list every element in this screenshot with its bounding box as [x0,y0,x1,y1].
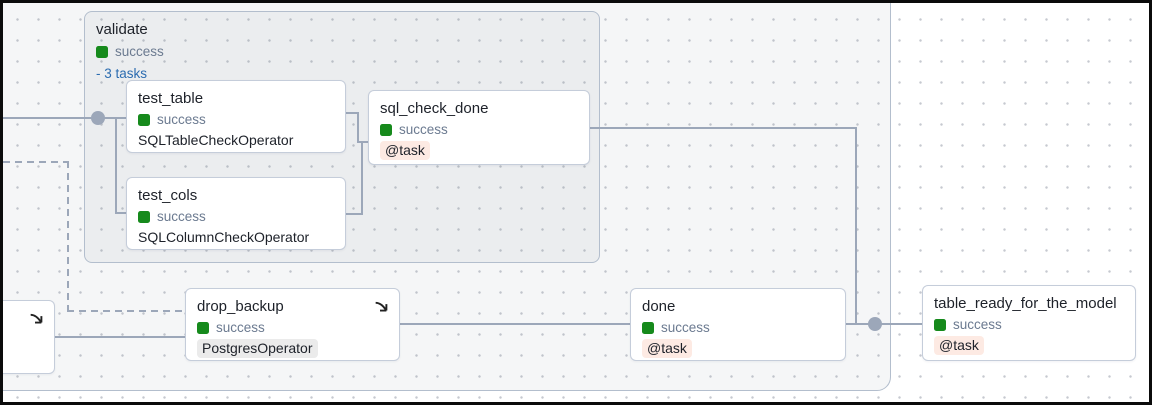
task-status-label: success [216,320,265,335]
task-title: test_table [138,90,204,107]
task-node-drop-backup[interactable]: drop_backup success PostgresOperator [185,288,400,361]
edge [115,118,117,213]
task-node-sql-check-done[interactable]: sql_check_done success @task [368,90,590,165]
task-status-label: success [157,209,206,224]
edge [55,336,185,338]
teardown-arrow-icon [30,313,43,324]
task-status-label: success [399,122,448,137]
edge [346,112,359,114]
edge [346,213,363,215]
success-status-icon [380,123,392,136]
edge-junction-dot [868,317,882,331]
success-status-icon [138,113,150,126]
task-title: done [642,298,676,315]
operator-label: SQLColumnCheckOperator [138,229,310,245]
edge [855,127,857,324]
task-node-done[interactable]: done success @task [630,288,846,361]
task-node-partial[interactable] [3,300,55,374]
edge [846,323,922,325]
operator-label: PostgresOperator [197,339,318,358]
task-title: table_ready_for_the_model [934,295,1117,312]
edge [400,323,630,325]
task-status-label: success [157,112,206,127]
operator-label: SQLTableCheckOperator [138,132,294,148]
group-collapse-toggle[interactable]: - 3 tasks [96,66,148,81]
success-status-icon [138,210,150,223]
edge [98,117,126,119]
task-title: drop_backup [197,298,284,315]
task-status-label: success [661,320,710,335]
success-status-icon [96,45,108,58]
operator-label: @task [642,339,692,358]
edge [3,117,98,119]
operator-label: @task [934,336,984,355]
teardown-arrow-icon [375,301,388,312]
edge-junction-dot [91,111,105,125]
group-title: validate [96,21,148,38]
success-status-icon [934,318,946,331]
task-title: sql_check_done [380,100,489,117]
edge-dashed [67,161,69,312]
edge [115,212,126,214]
task-title: test_cols [138,187,198,204]
task-status-label: success [953,317,1002,332]
task-node-table-ready-for-the-model[interactable]: table_ready_for_the_model success @task [922,285,1136,361]
task-node-test-cols[interactable]: test_cols success SQLColumnCheckOperator [126,177,346,250]
edge-dashed [67,310,185,312]
success-status-icon [642,321,654,334]
edge [357,112,359,143]
edge [361,142,363,215]
task-node-test-table[interactable]: test_table success SQLTableCheckOperator [126,80,346,153]
group-status-label: success [115,44,164,59]
operator-label: @task [380,141,430,160]
edge-dashed [3,161,69,163]
success-status-icon [197,321,209,334]
edge [590,127,857,129]
